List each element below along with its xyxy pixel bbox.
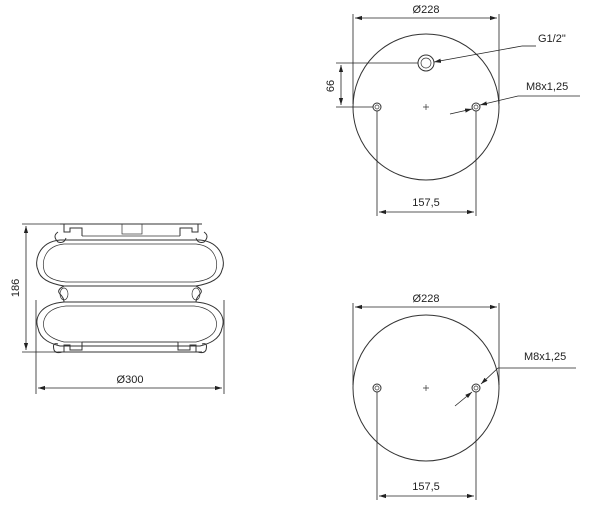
top-left-bolt: [372, 102, 382, 112]
top-bolt-spacing-label: 157,5: [412, 197, 440, 209]
side-view-bellows: [36, 239, 224, 347]
side-view-bottom-plate: [53, 341, 207, 354]
top-right-bolt: [471, 102, 481, 112]
top-bolt-thread-callout: M8x1,25: [526, 81, 568, 93]
side-view-diameter-dimension: Ø300: [35, 300, 225, 394]
bottom-bolt-thread-callout: M8x1,25: [524, 351, 566, 363]
diameter-300-label: Ø300: [117, 374, 144, 386]
height-label: 186: [10, 279, 22, 297]
bottom-bolt-spacing-label: 157,5: [412, 481, 440, 493]
inlet-thread-callout: G1/2": [538, 33, 566, 45]
bottom-left-bolt: [372, 383, 382, 393]
bottom-right-bolt: [471, 383, 481, 393]
inlet-offset-label: 66: [325, 80, 337, 92]
side-view-height-dimension: 186: [10, 223, 60, 353]
bottom-plate-outline: [352, 314, 500, 462]
air-inlet-port: [417, 54, 435, 72]
bottom-diameter-label: Ø228: [413, 293, 440, 305]
bottom-plate-center-mark: [423, 385, 429, 391]
top-plate-center-mark: [423, 104, 429, 110]
top-plate-view: Ø228 66 157,5 G1/2" M8x1,25: [325, 4, 580, 216]
side-view: 186 Ø300: [10, 223, 225, 394]
side-view-top-plate: [54, 223, 208, 243]
top-diameter-label: Ø228: [413, 4, 440, 16]
bottom-plate-view: Ø228 157,5 M8x1,25: [352, 293, 576, 500]
